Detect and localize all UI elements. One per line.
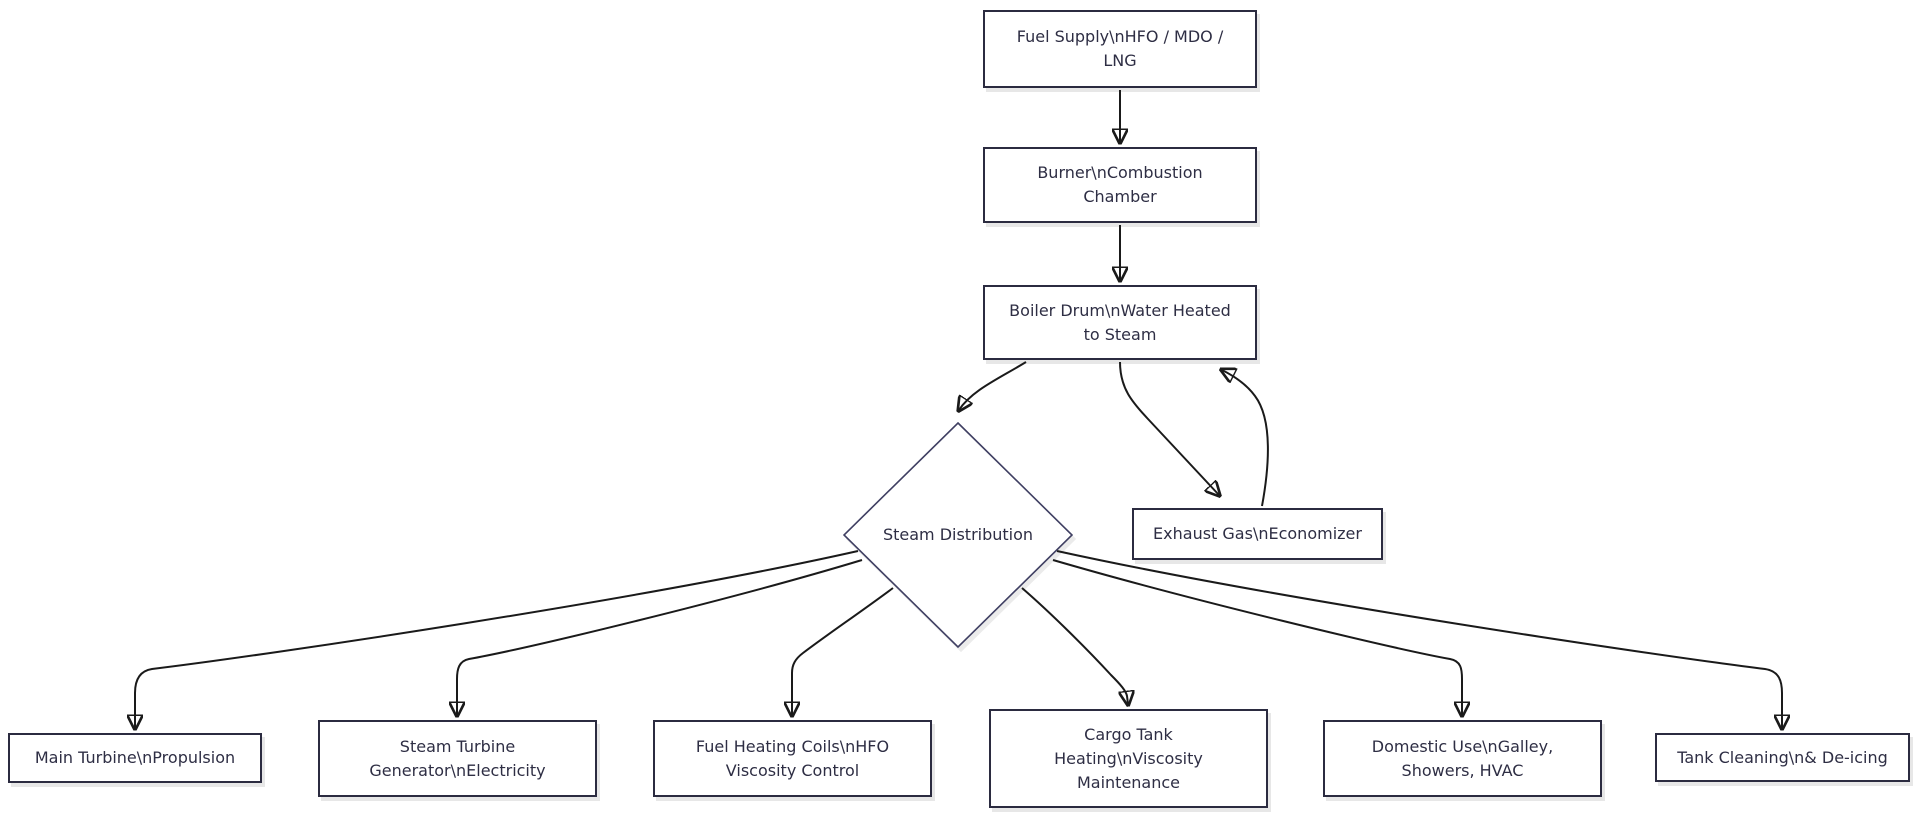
node-steam-turbine-generator-label: Steam Turbine Generator\nElectricity (369, 736, 546, 780)
node-cargo-tank-heating: Cargo Tank Heating\nViscosity Maintenanc… (989, 709, 1268, 808)
node-economizer: Exhaust Gas\nEconomizer (1132, 508, 1383, 560)
node-fuel-heating-coils: Fuel Heating Coils\nHFO Viscosity Contro… (653, 720, 932, 797)
edge-steam-to-steam-turbine-generator (457, 559, 863, 715)
node-main-turbine-label: Main Turbine\nPropulsion (34, 748, 236, 767)
edge-steam-to-fuel-heating (792, 587, 894, 715)
node-fuel-heating-coils-label: Fuel Heating Coils\nHFO Viscosity Contro… (695, 736, 890, 780)
node-fuel-supply: Fuel Supply\nHFO / MDO / LNG (983, 10, 1257, 88)
node-tank-cleaning-label: Tank Cleaning\n& De-icing (1677, 747, 1888, 767)
diamond-shape (843, 422, 1073, 648)
node-domestic-use: Domestic Use\nGalley, Showers, HVAC (1323, 720, 1602, 797)
node-steam-distribution: Steam Distribution (843, 422, 1073, 648)
node-burner-label: Burner\nCombustion Chamber (1037, 163, 1203, 206)
edge-economizer-to-boiler-drum (1222, 370, 1269, 507)
node-steam-turbine-generator: Steam Turbine Generator\nElectricity (318, 720, 597, 797)
node-cargo-tank-heating-label: Cargo Tank Heating\nViscosity Maintenanc… (1054, 724, 1203, 792)
node-tank-cleaning: Tank Cleaning\n& De-icing (1655, 733, 1910, 782)
edge-steam-to-main-turbine (135, 550, 859, 728)
edge-boiler-drum-to-economizer (1119, 361, 1219, 495)
node-boiler-drum-label: Boiler Drum\nWater Heated to Steam (1009, 300, 1231, 344)
node-main-turbine: Main Turbine\nPropulsion (8, 733, 262, 783)
node-economizer-label: Exhaust Gas\nEconomizer (1153, 524, 1362, 543)
node-domestic-use-label: Domestic Use\nGalley, Showers, HVAC (1371, 736, 1554, 780)
node-fuel-supply-label: Fuel Supply\nHFO / MDO / LNG (1016, 27, 1224, 70)
node-boiler-drum: Boiler Drum\nWater Heated to Steam (983, 285, 1257, 360)
node-burner: Burner\nCombustion Chamber (983, 147, 1257, 223)
edge-steam-to-tank-cleaning (1056, 550, 1782, 728)
edge-boiler-drum-to-steam-distribution (959, 361, 1027, 410)
node-steam-distribution-label: Steam Distribution (882, 525, 1034, 544)
edge-steam-to-cargo-tank (1021, 587, 1128, 704)
edge-steam-to-domestic-use (1052, 559, 1462, 715)
